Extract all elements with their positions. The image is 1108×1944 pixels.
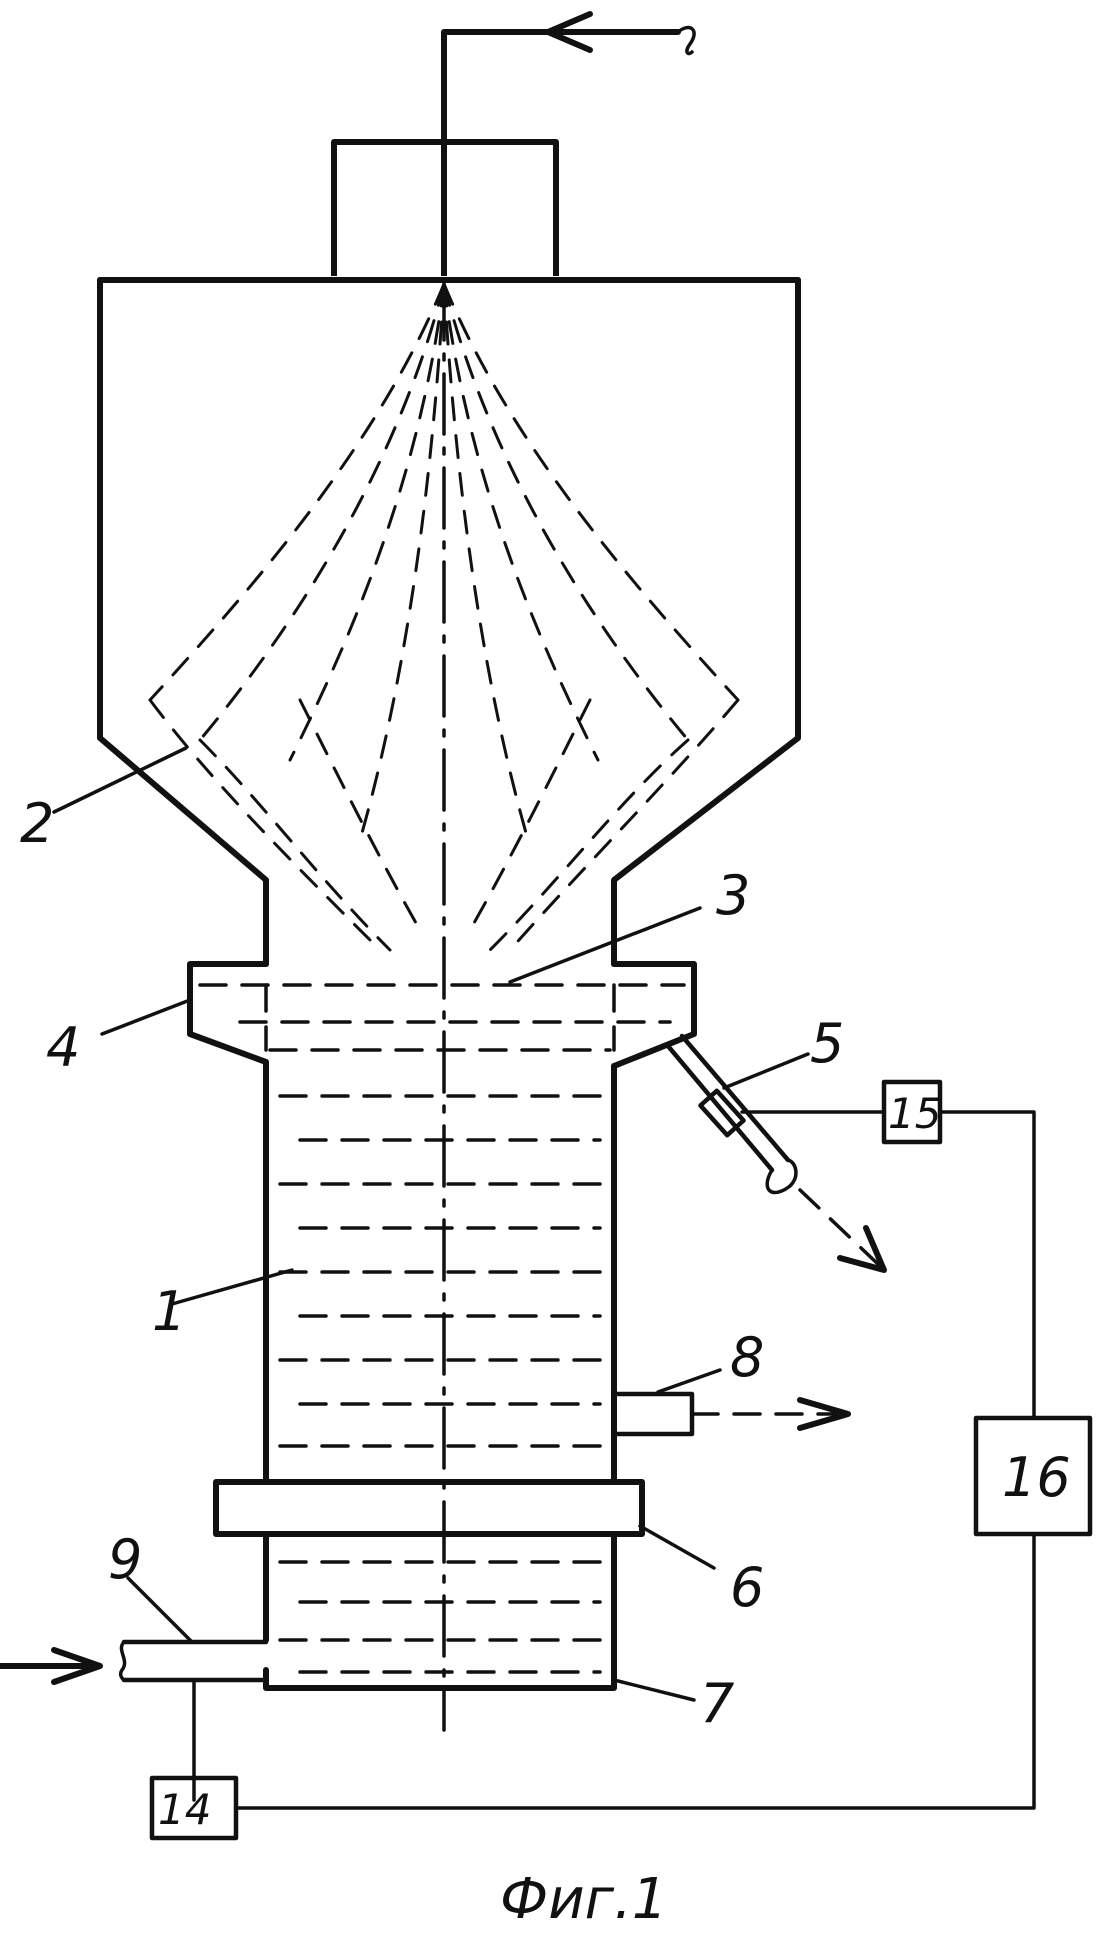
label-9: 9: [108, 1528, 142, 1591]
label-7: 7: [700, 1672, 734, 1735]
top-outlet-pipe: [444, 14, 694, 280]
label-3: 3: [716, 864, 750, 927]
label-8: 8: [730, 1326, 764, 1389]
label-5: 5: [810, 1012, 844, 1075]
label-16: 16: [1002, 1446, 1071, 1509]
label-1: 1: [152, 1280, 186, 1343]
figure-caption: Фиг.1: [500, 1867, 667, 1932]
label-4: 4: [46, 1016, 80, 1079]
label-6: 6: [730, 1556, 764, 1619]
label-14: 14: [158, 1785, 211, 1834]
label-2: 2: [20, 792, 54, 855]
label-15: 15: [888, 1089, 941, 1138]
